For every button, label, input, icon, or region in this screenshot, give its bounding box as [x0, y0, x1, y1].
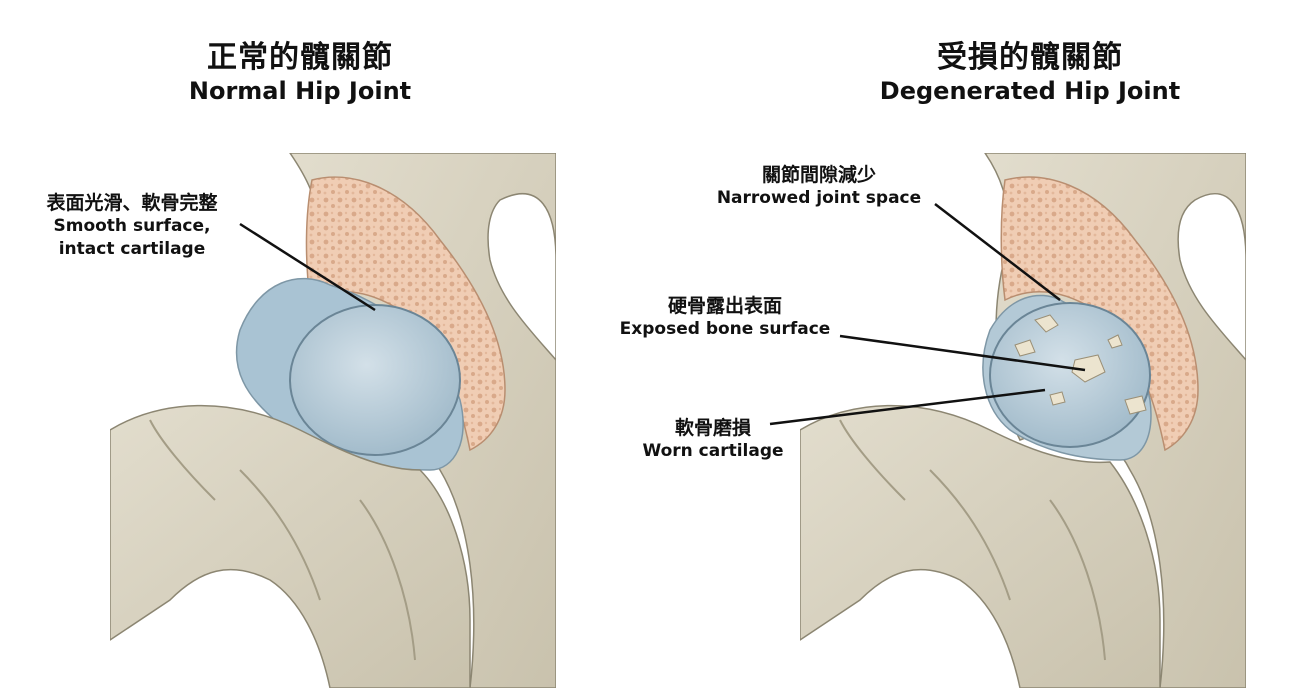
label-smooth-en-1: Smooth surface, [53, 216, 211, 236]
exposed-bone-patch [1014, 339, 1036, 357]
label-narrowed-zh: 關節間隙減少 [761, 164, 876, 186]
leader-line-exposed-bone [839, 334, 1086, 372]
degenerated-title-zh: 受損的髖關節 [937, 40, 1123, 75]
label-narrowed-en: Narrowed joint space [716, 188, 922, 208]
degenerated-title-en: Degenerated Hip Joint [879, 77, 1181, 105]
label-smooth-surface: 表面光滑、軟骨完整 Smooth surface, intact cartila… [22, 192, 242, 261]
leader-line-smooth-surface [239, 222, 376, 312]
normal-hip-illustration [110, 153, 556, 688]
label-exposed-en: Exposed bone surface [619, 319, 831, 339]
femoral-head-damaged [989, 302, 1151, 448]
label-exposed-bone-surface: 硬骨露出表面 Exposed bone surface [610, 295, 840, 341]
exposed-bone-patch [1049, 391, 1066, 406]
label-narrowed-joint-space: 關節間隙減少 Narrowed joint space [704, 164, 934, 210]
exposed-bone-patch [1071, 354, 1106, 383]
label-exposed-zh: 硬骨露出表面 [667, 295, 782, 317]
exposed-bone-patch [1124, 395, 1147, 415]
leader-line-narrowed-space [934, 203, 1061, 301]
exposed-bone-patch [1107, 334, 1123, 349]
obturator-foramen [487, 193, 556, 362]
femoral-head [289, 304, 461, 456]
normal-title-en: Normal Hip Joint [188, 77, 412, 105]
obturator-foramen-damaged [1177, 193, 1246, 362]
label-worn-cartilage: 軟骨磨損 Worn cartilage [628, 417, 798, 463]
femur-damaged [800, 404, 1161, 688]
hip-joint-illustrations [110, 153, 1246, 688]
normal-joint-title: 正常的髖關節 Normal Hip Joint [40, 40, 560, 106]
exposed-bone-patch [1034, 314, 1059, 333]
femur [110, 404, 471, 688]
degenerated-hip-illustration [800, 153, 1246, 688]
normal-title-zh: 正常的髖關節 [207, 40, 393, 75]
label-smooth-zh: 表面光滑、軟骨完整 [46, 192, 218, 214]
label-smooth-en-2: intact cartilage [58, 239, 206, 259]
label-worn-zh: 軟骨磨損 [674, 417, 751, 439]
leader-line-worn-cartilage [769, 388, 1046, 426]
degenerated-joint-title: 受損的髖關節 Degenerated Hip Joint [770, 40, 1290, 106]
label-worn-en: Worn cartilage [642, 441, 784, 461]
